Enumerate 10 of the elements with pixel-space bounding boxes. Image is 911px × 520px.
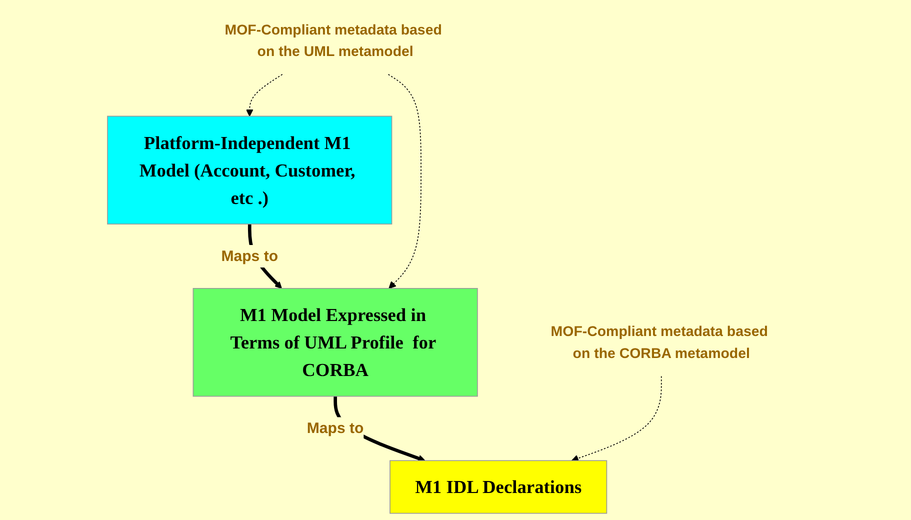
node-box: M1 Model Expressed in Terms of UML Profile for CORBA — [192, 288, 478, 397]
node-box: Platform-Independent M1 Model (Account, Customer, etc .) — [107, 116, 392, 224]
arrow — [571, 376, 662, 462]
edge-label: Maps to — [221, 247, 278, 264]
arrow — [388, 74, 422, 289]
edge-label: Maps to — [306, 420, 364, 436]
node-text: MOF-Compliant metadata based on the CORBA metamodel — [550, 324, 768, 361]
arrow — [246, 74, 283, 117]
node-text: MOF-Compliant metadata based on the UML metamodel — [224, 22, 442, 59]
node-box: M1 IDL Declarations — [390, 460, 608, 514]
